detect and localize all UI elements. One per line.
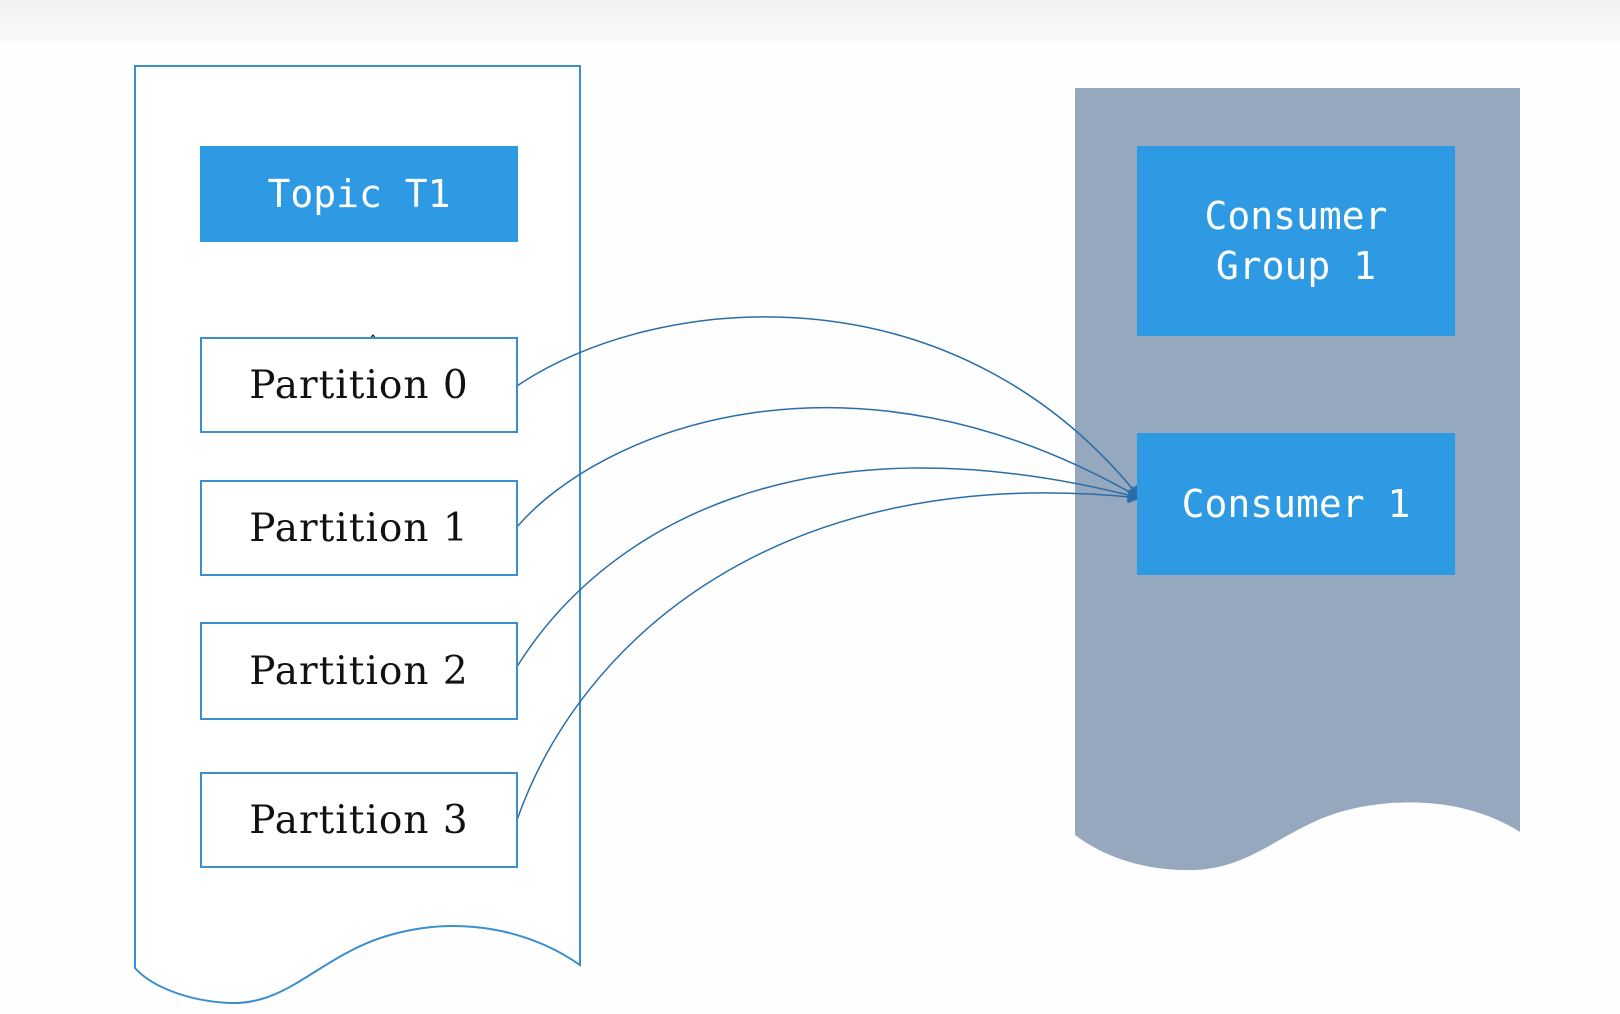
partition-2-box[interactable]: Partition 2	[200, 622, 518, 720]
connector-partition-1	[516, 406, 1142, 528]
partition-label: Partition 1	[249, 505, 469, 551]
partition-0-box[interactable]: Partition 0	[200, 337, 518, 433]
consumer-group-title-line1: Consumer	[1204, 194, 1388, 238]
topic-title-box[interactable]: Topic T1	[200, 146, 518, 242]
connector-partition-0	[516, 316, 1141, 500]
consumer-group-title-box[interactable]: Consumer Group 1	[1137, 146, 1455, 336]
partition-label: Partition 0	[249, 362, 469, 408]
consumer-1-box[interactable]: Consumer 1	[1137, 433, 1455, 575]
connector-partition-3	[516, 490, 1142, 821]
connector-partition-2	[514, 467, 1142, 671]
consumer-group-title-line2: Group 1	[1215, 244, 1377, 288]
topic-title: Topic T1	[267, 172, 451, 216]
window-top-bar	[0, 0, 1620, 42]
partition-3-box[interactable]: Partition 3	[200, 772, 518, 868]
partition-label: Partition 2	[249, 648, 469, 694]
partition-label: Partition 3	[249, 797, 469, 843]
partition-1-box[interactable]: Partition 1	[200, 480, 518, 576]
consumer-label: Consumer 1	[1181, 482, 1411, 526]
